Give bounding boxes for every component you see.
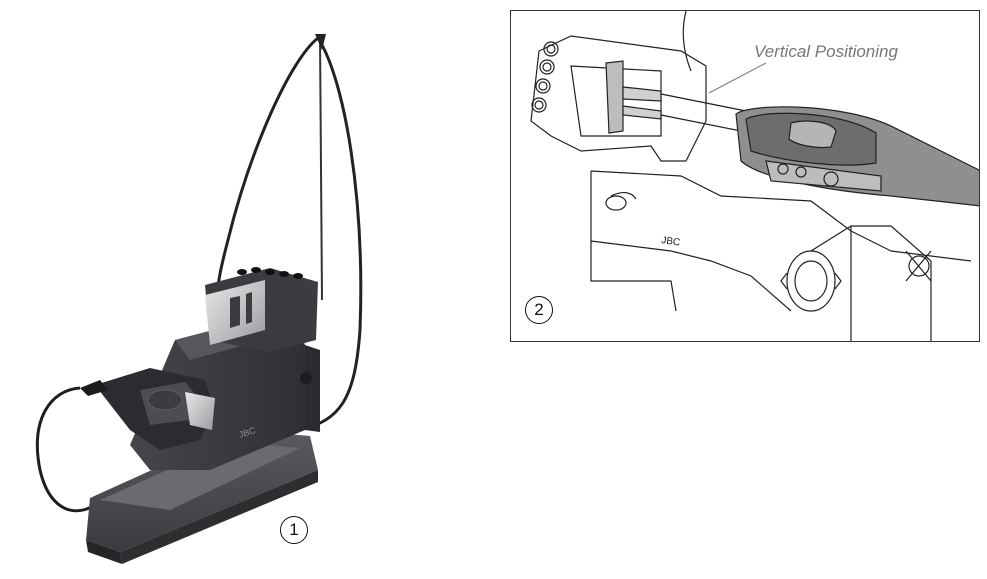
soldering-stand-illustration: JBC <box>35 34 363 564</box>
cable-straight <box>319 35 323 301</box>
figure-number-badge: 1 <box>280 516 308 544</box>
adjust-knob <box>300 372 312 384</box>
detail-drawing-figure: JBC Vertical Positioning 2 <box>510 10 980 342</box>
vertical-positioning-drawing: JBC <box>530 11 979 341</box>
stand-photo-figure: JBC 1 <box>35 34 363 564</box>
cable-loop-right <box>299 37 363 432</box>
svg-text:JBC: JBC <box>661 235 681 249</box>
figure-number-badge: 2 <box>525 296 553 324</box>
callout-label: Vertical Positioning <box>754 42 898 61</box>
handpiece-cable <box>35 386 96 513</box>
